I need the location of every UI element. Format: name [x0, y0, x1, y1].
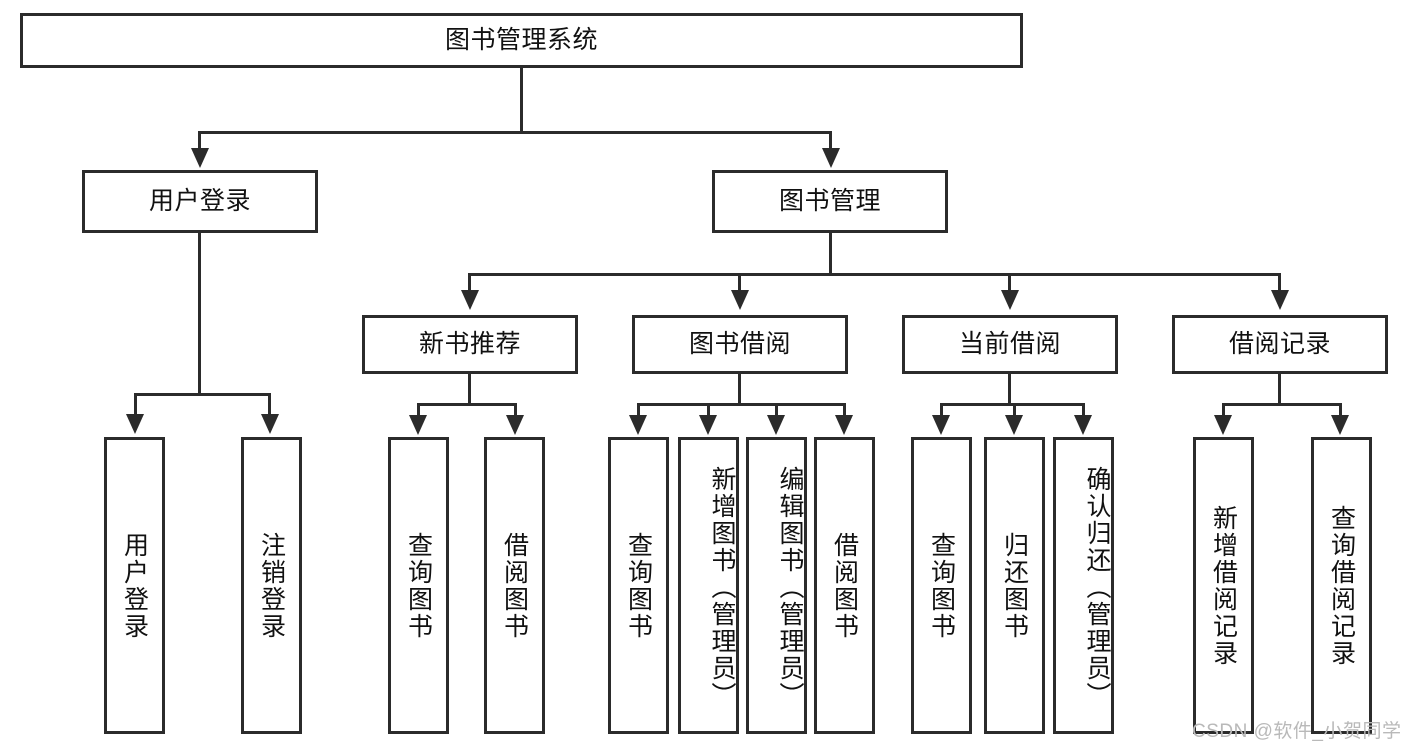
arrowhead-leaf-edit-book [767, 415, 785, 435]
connector-cb-drop-3 [1082, 403, 1085, 418]
node-label: 确认归还（管理员） [1083, 466, 1111, 709]
connector-to-current-borrow [1008, 273, 1011, 292]
arrowhead-current-borrow [1001, 290, 1019, 310]
connector-to-book-management [829, 131, 832, 151]
connector-current-borrow-stem [1008, 374, 1011, 405]
node-leaf-query-borrow-record[interactable]: 查询借阅记录 [1311, 437, 1372, 734]
arrowhead-leaf-add-book [699, 415, 717, 435]
connector-br-drop-1 [1222, 403, 1225, 418]
node-label: 查询图书 [927, 531, 956, 640]
arrowhead-book-borrow [731, 290, 749, 310]
connector-user-login-stem [198, 233, 201, 396]
connector-nbr-drop-2 [514, 403, 517, 418]
connector-to-user-login [198, 131, 201, 151]
node-label: 查询图书 [404, 531, 433, 640]
connector-user-login-drop-2 [268, 393, 271, 417]
arrowhead-leaf-return-book [1005, 415, 1023, 435]
node-leaf-query-book-current[interactable]: 查询图书 [911, 437, 972, 734]
node-current-borrow[interactable]: 当前借阅 [902, 315, 1118, 374]
connector-to-borrow-records [1278, 273, 1281, 292]
node-label: 图书管理系统 [444, 25, 598, 54]
node-leaf-add-book-admin[interactable]: 新增图书（管理员） [678, 437, 739, 734]
connector-br-drop-2 [1339, 403, 1342, 418]
connector-level2-bus [198, 131, 832, 134]
node-leaf-query-book-borrow[interactable]: 查询图书 [608, 437, 669, 734]
node-leaf-query-book-recommend[interactable]: 查询图书 [388, 437, 449, 734]
connector-nbr-drop-1 [417, 403, 420, 418]
node-label: 查询借阅记录 [1327, 504, 1356, 667]
connector-borrow-records-bus [1222, 403, 1340, 406]
connector-cb-drop-2 [1013, 403, 1016, 418]
node-label: 用户登录 [120, 531, 149, 640]
node-leaf-add-borrow-record[interactable]: 新增借阅记录 [1193, 437, 1254, 734]
arrowhead-leaf-logout [261, 414, 279, 434]
node-book-management[interactable]: 图书管理 [712, 170, 948, 233]
arrowhead-leaf-user-login [126, 414, 144, 434]
connector-level3-bus [468, 273, 1280, 276]
connector-borrow-records-stem [1278, 374, 1281, 405]
node-label: 用户登录 [148, 186, 251, 215]
arrowhead-new-book-recommend [461, 290, 479, 310]
node-label: 查询图书 [624, 531, 653, 640]
connector-book-borrow-bus [637, 403, 845, 406]
arrowhead-borrow-records [1271, 290, 1289, 310]
connector-user-login-bus [134, 393, 271, 396]
connector-to-new-book-recommend [468, 273, 471, 292]
connector-book-borrow-stem [738, 374, 741, 405]
node-label: 新增图书（管理员） [708, 466, 736, 709]
arrowhead-leaf-query-book-borrow [629, 415, 647, 435]
node-label: 新增借阅记录 [1209, 504, 1238, 667]
arrowhead-leaf-query-book-rec [409, 415, 427, 435]
connector-new-book-recommend-bus [417, 403, 517, 406]
node-leaf-logout[interactable]: 注销登录 [241, 437, 302, 734]
node-leaf-user-login[interactable]: 用户登录 [104, 437, 165, 734]
arrowhead-leaf-borrow-book [835, 415, 853, 435]
node-label: 借阅记录 [1228, 329, 1331, 358]
arrowhead-leaf-query-record [1331, 415, 1349, 435]
node-label: 编辑图书（管理员） [776, 466, 804, 709]
connector-bb-drop-4 [843, 403, 846, 418]
node-label: 新书推荐 [418, 329, 521, 358]
connector-user-login-drop-1 [134, 393, 137, 417]
node-new-book-recommend[interactable]: 新书推荐 [362, 315, 578, 374]
node-label: 注销登录 [257, 531, 286, 640]
node-label: 图书借阅 [688, 329, 791, 358]
node-leaf-edit-book-admin[interactable]: 编辑图书（管理员） [746, 437, 807, 734]
node-label: 借阅图书 [500, 531, 529, 640]
arrowhead-leaf-query-book-cur [932, 415, 950, 435]
connector-current-borrow-bus [940, 403, 1084, 406]
node-leaf-borrow-book-recommend[interactable]: 借阅图书 [484, 437, 545, 734]
arrowhead-leaf-confirm-return [1074, 415, 1092, 435]
node-root-book-management-system[interactable]: 图书管理系统 [20, 13, 1023, 68]
arrowhead-leaf-borrow-book-rec [506, 415, 524, 435]
connector-bb-drop-3 [775, 403, 778, 418]
connector-cb-drop-1 [940, 403, 943, 418]
connector-new-book-recommend-stem [468, 374, 471, 405]
connector-book-management-stem [829, 233, 832, 275]
connector-bb-drop-1 [637, 403, 640, 418]
node-leaf-return-book[interactable]: 归还图书 [984, 437, 1045, 734]
node-label: 借阅图书 [830, 531, 859, 640]
connector-to-book-borrow [738, 273, 741, 292]
node-user-login[interactable]: 用户登录 [82, 170, 318, 233]
connector-bb-drop-2 [707, 403, 710, 418]
node-leaf-confirm-return-admin[interactable]: 确认归还（管理员） [1053, 437, 1114, 734]
node-label: 当前借阅 [958, 329, 1061, 358]
csdn-watermark: CSDN @软件_小贺同学 [1192, 721, 1402, 742]
arrowhead-user-login [191, 148, 209, 168]
node-label: 图书管理 [778, 186, 881, 215]
node-borrow-records[interactable]: 借阅记录 [1172, 315, 1388, 374]
connector-root-stem [520, 68, 523, 131]
node-book-borrow[interactable]: 图书借阅 [632, 315, 848, 374]
node-label: 归还图书 [1000, 531, 1029, 640]
arrowhead-leaf-add-record [1214, 415, 1232, 435]
arrowhead-book-management [822, 148, 840, 168]
node-leaf-borrow-book[interactable]: 借阅图书 [814, 437, 875, 734]
